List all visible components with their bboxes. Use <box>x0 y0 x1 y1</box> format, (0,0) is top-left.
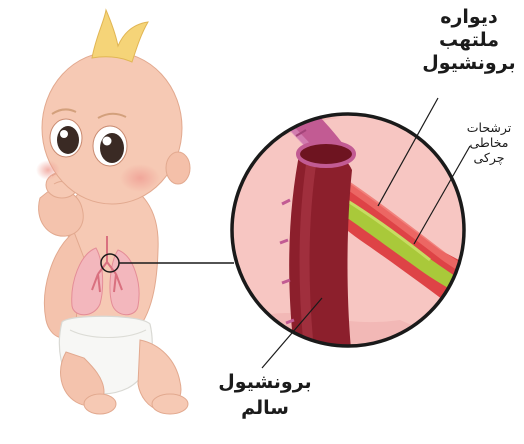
bronchiole-opening <box>298 142 354 166</box>
baby-figure <box>36 10 190 414</box>
healthy-bronchiole <box>289 146 352 360</box>
baby-hair <box>92 10 148 62</box>
magnified-view <box>230 92 478 360</box>
label-healthy-bronchiole: برونشیول سالم <box>212 370 318 421</box>
baby-ear <box>166 152 190 184</box>
label-mucus-secretions: ترشحات مخاطی چرکی <box>456 120 522 165</box>
baby-right-foot <box>152 394 188 414</box>
baby-left-foot <box>84 394 116 414</box>
label-inflamed-bronchiole-wall: دیواره ملتهب برونشیول <box>418 6 520 74</box>
